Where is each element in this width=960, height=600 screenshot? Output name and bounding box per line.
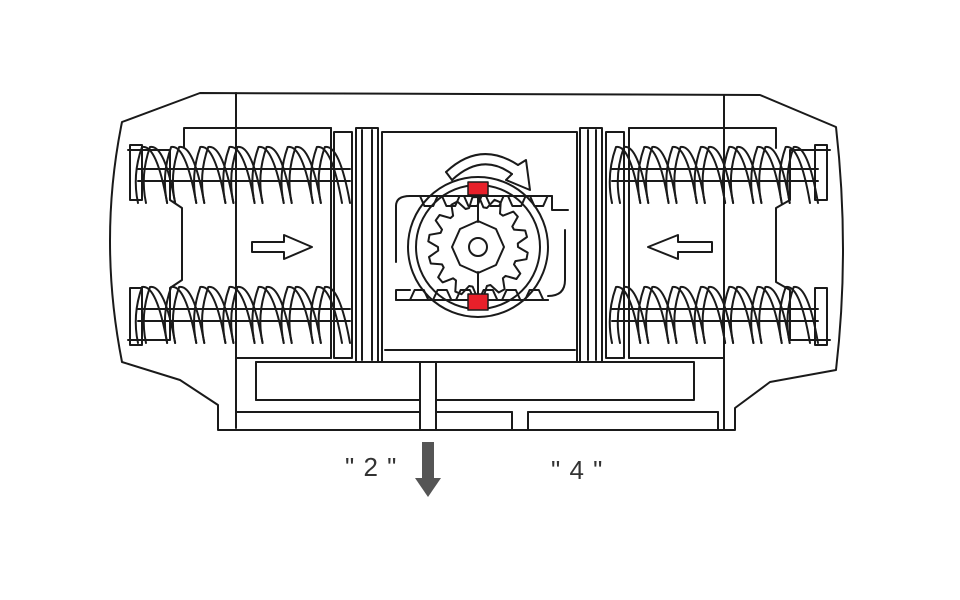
lower-position-marker bbox=[467, 293, 489, 311]
right-piston bbox=[579, 127, 725, 363]
pinion-octagon bbox=[451, 220, 505, 274]
upper-position-marker bbox=[467, 181, 489, 196]
air-passages bbox=[235, 361, 719, 431]
spring-right-upper bbox=[608, 145, 819, 204]
left-pointing-arrow-icon bbox=[647, 234, 713, 260]
spring-left-upper bbox=[134, 145, 351, 204]
right-pointing-arrow-icon bbox=[251, 234, 313, 260]
pinion-gear bbox=[407, 176, 549, 318]
spring-seat-0 bbox=[129, 144, 143, 201]
port-4-label: " 4 " bbox=[551, 455, 604, 485]
pinion-hole bbox=[468, 237, 488, 257]
spring-right-lower bbox=[608, 285, 819, 344]
spring-seat-1 bbox=[129, 287, 143, 346]
left-cap-pocket bbox=[127, 149, 183, 341]
exhaust-flow-arrow-icon bbox=[415, 442, 441, 497]
left-cap-inner bbox=[183, 127, 237, 149]
right-cap-inner bbox=[723, 127, 777, 149]
spring-seat-3 bbox=[814, 287, 828, 346]
port-2-label: " 2 " bbox=[345, 452, 398, 482]
rotation-arrow-icon bbox=[445, 153, 531, 191]
springs bbox=[129, 144, 828, 346]
spring-seat-2 bbox=[814, 144, 828, 201]
housing-outline bbox=[109, 92, 844, 431]
spring-left-lower bbox=[134, 285, 351, 344]
